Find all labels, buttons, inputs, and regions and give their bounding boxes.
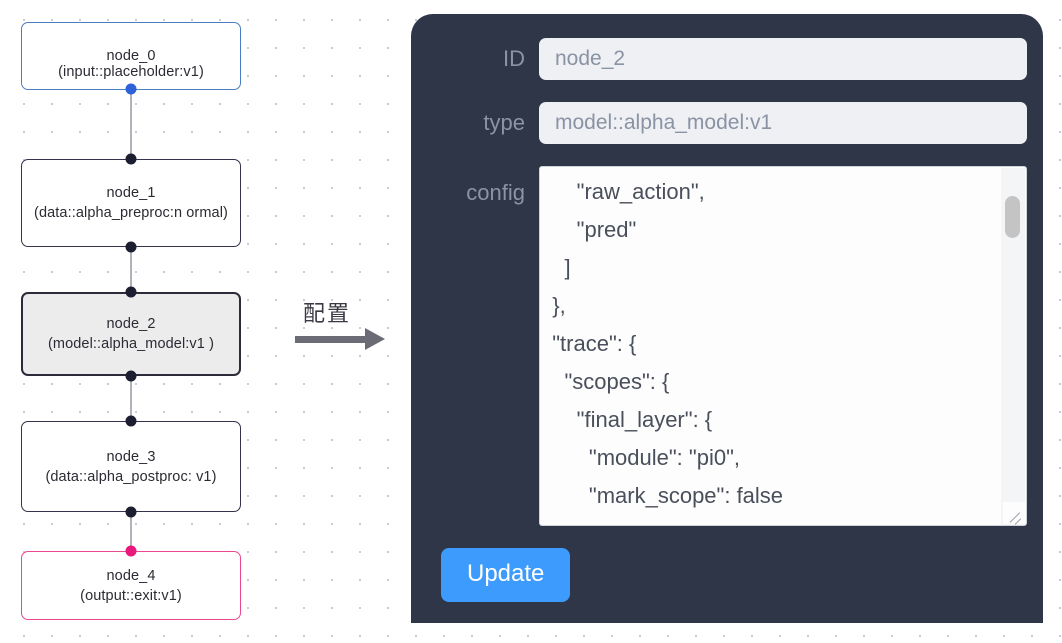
- arrow-shaft: [295, 336, 367, 343]
- graph-node-node_1[interactable]: node_1 (data::alpha_preproc:n ormal): [21, 159, 241, 247]
- node-label-node_2: node_2: [106, 316, 156, 332]
- handle-node_3-in[interactable]: [125, 415, 137, 427]
- node-subtitle-node_2: (model::alpha_model:v1 ): [47, 336, 214, 352]
- handle-node_2-in[interactable]: [125, 286, 137, 298]
- edge-node3-node4: [130, 512, 132, 550]
- handle-node_3-out[interactable]: [125, 506, 137, 518]
- graph-node-sub-node_0: (input::placeholder:v1): [21, 22, 241, 90]
- panel-actions: Update: [427, 548, 1027, 602]
- id-label: ID: [503, 46, 525, 71]
- handle-node_1-in[interactable]: [125, 153, 137, 165]
- arrow-head-icon: [365, 328, 385, 350]
- resize-handle-icon[interactable]: [1003, 502, 1025, 524]
- config-textarea-wrap[interactable]: "raw_action", "pred" ] }, "trace": { "sc…: [539, 166, 1027, 526]
- config-scrollbar-track[interactable]: [1001, 168, 1025, 525]
- handle-node_1-out[interactable]: [125, 241, 137, 253]
- update-button[interactable]: Update: [441, 548, 571, 602]
- flow-arrow-group: 配置: [295, 296, 395, 358]
- field-row-type: type: [427, 102, 1027, 144]
- handle-node_4-in[interactable]: [125, 545, 137, 557]
- type-label: type: [483, 110, 525, 135]
- node-label-node_1: node_1: [106, 185, 156, 201]
- node-label-node_4: node_4: [106, 567, 156, 584]
- config-panel: ID type config "raw_action", "pred" ] },…: [411, 14, 1043, 623]
- node-subtitle-node_0: (input::placeholder:v1): [58, 64, 204, 80]
- edge-node1-node2: [130, 247, 132, 293]
- graph-node-node_2[interactable]: node_2 (model::alpha_model:v1 ): [21, 292, 241, 376]
- node-subtitle-node_3: (data::alpha_postproc: v1): [45, 468, 217, 485]
- config-label: config: [466, 180, 525, 205]
- config-scrollbar-thumb[interactable]: [1005, 196, 1020, 238]
- node-label-node_0: node_0: [106, 48, 156, 64]
- id-input[interactable]: [539, 38, 1027, 80]
- node-label-node_3: node_3: [106, 448, 156, 465]
- graph-node-node_3[interactable]: node_3 (data::alpha_postproc: v1): [21, 421, 241, 512]
- type-input[interactable]: [539, 102, 1027, 144]
- edge-node2-node3: [130, 375, 132, 419]
- node-subtitle-node_4: (output::exit:v1): [80, 587, 182, 604]
- handle-node_0-out[interactable]: [125, 83, 137, 95]
- field-row-id: ID: [427, 38, 1027, 80]
- node-subtitle-node_1: (data::alpha_preproc:n ormal): [34, 205, 228, 221]
- config-textarea[interactable]: "raw_action", "pred" ] }, "trace": { "sc…: [552, 179, 784, 525]
- handle-node_2-out[interactable]: [125, 370, 137, 382]
- flow-arrow-label: 配置: [303, 302, 352, 327]
- graph-node-node_4[interactable]: node_4 (output::exit:v1): [21, 551, 241, 620]
- field-row-config: config "raw_action", "pred" ] }, "trace"…: [427, 166, 1027, 526]
- edge-node0-node1: [130, 88, 132, 160]
